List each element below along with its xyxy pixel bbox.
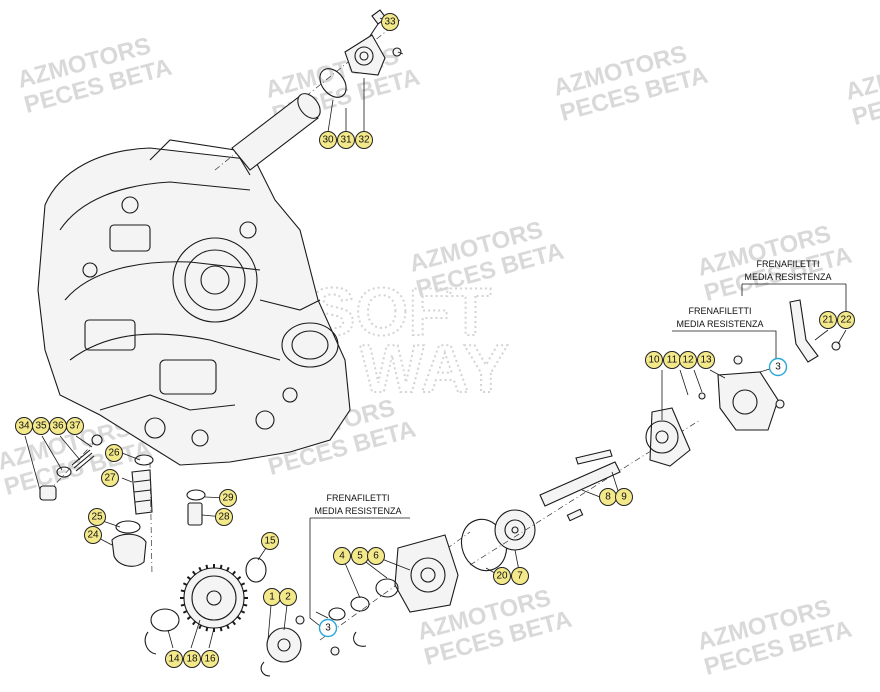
note-line2: MEDIA RESISTENZA xyxy=(744,272,831,282)
callout-4: 4 xyxy=(333,547,351,565)
callout-label: 2 xyxy=(285,592,291,603)
callout-10: 10 xyxy=(645,351,663,369)
callout-label: 9 xyxy=(621,492,627,503)
callout-14: 14 xyxy=(165,650,183,668)
watermark-line1: AZMOTORS xyxy=(843,44,880,106)
callout-label: 27 xyxy=(104,473,116,484)
callout-16: 16 xyxy=(201,650,219,668)
callout-25: 25 xyxy=(88,508,106,526)
pump-shaft-parts xyxy=(111,454,206,576)
callout-22: 22 xyxy=(837,311,855,329)
gear-parts xyxy=(144,557,305,677)
callout-36: 36 xyxy=(49,417,67,435)
callout-33: 33 xyxy=(381,13,399,31)
callout-label: 25 xyxy=(91,512,103,523)
plug-parts xyxy=(39,434,103,501)
callout-20: 20 xyxy=(493,567,511,585)
callout-label: 28 xyxy=(218,512,230,523)
callout-13: 13 xyxy=(697,351,715,369)
note-frenafiletti: FRENAFILETTI MEDIA RESISTENZA xyxy=(672,306,777,358)
callout-24: 24 xyxy=(84,526,102,544)
note-labels: FRENAFILETTI MEDIA RESISTENZA FRENAFILET… xyxy=(309,259,847,627)
callout-label: 10 xyxy=(648,355,660,366)
oil-filter-assembly xyxy=(214,9,402,171)
watermark: AZMOTORS PECES BETA xyxy=(15,32,175,119)
note-line1: FRENAFILETTI xyxy=(756,259,819,269)
callout-label: 26 xyxy=(108,448,120,459)
callout-label: 21 xyxy=(822,315,834,326)
callout-31: 31 xyxy=(337,131,355,149)
callout-label: 15 xyxy=(264,536,276,547)
callout-29: 29 xyxy=(219,489,237,507)
callout-32: 32 xyxy=(355,131,373,149)
callout-label: 24 xyxy=(87,530,99,541)
callout-35: 35 xyxy=(32,417,50,435)
center-watermark-line2: WAY xyxy=(360,331,509,407)
callout-label: 31 xyxy=(340,135,352,146)
callout-label: 14 xyxy=(168,654,180,665)
crankcase-drawing xyxy=(37,139,351,466)
callout-label: 22 xyxy=(840,315,852,326)
note-line1: FRENAFILETTI xyxy=(326,493,389,503)
center-watermark-line1: SOFT xyxy=(310,274,491,350)
oil-pump-rotor xyxy=(460,509,536,572)
callout-label: 4 xyxy=(339,551,345,562)
callout-30: 30 xyxy=(319,131,337,149)
callout-label: 34 xyxy=(18,421,30,432)
callout-8: 8 xyxy=(599,488,617,506)
callout-label: 37 xyxy=(69,421,81,432)
water-pump-cover xyxy=(319,531,471,656)
callout-label: 13 xyxy=(700,355,712,366)
callout-2: 2 xyxy=(279,588,297,606)
callout-label: 35 xyxy=(35,421,47,432)
callout-27: 27 xyxy=(101,469,119,487)
callout-label: 33 xyxy=(384,17,396,28)
callout-3: 3 xyxy=(318,618,338,638)
pump-body-parts xyxy=(645,299,841,467)
callout-label: 5 xyxy=(357,551,363,562)
note-line1: FRENAFILETTI xyxy=(688,306,751,316)
callout-label: 36 xyxy=(52,421,64,432)
watermark: AZMOTORS PECES BETA xyxy=(843,44,880,131)
callout-label: 29 xyxy=(222,493,234,504)
callout-34: 34 xyxy=(15,417,33,435)
watermark: AZMOTORS PECES BETA xyxy=(551,40,711,127)
callout-26: 26 xyxy=(105,444,123,462)
callout-11: 11 xyxy=(663,351,681,369)
callout-3: 3 xyxy=(768,357,788,377)
note-line2: MEDIA RESISTENZA xyxy=(314,506,401,516)
note-frenafiletti: FRENAFILETTI MEDIA RESISTENZA xyxy=(741,259,847,312)
callout-37: 37 xyxy=(66,417,84,435)
callout-label: 32 xyxy=(358,135,370,146)
callout-5: 5 xyxy=(351,547,369,565)
callout-28: 28 xyxy=(215,508,233,526)
callout-label: 18 xyxy=(186,654,198,665)
callout-label: 1 xyxy=(269,592,275,603)
callout-label: 7 xyxy=(517,571,523,582)
callout-label: 16 xyxy=(204,654,216,665)
watermark: AZMOTORS PECES BETA xyxy=(695,594,855,681)
callout-9: 9 xyxy=(615,488,633,506)
callout-12: 12 xyxy=(679,351,697,369)
callout-6: 6 xyxy=(367,547,385,565)
note-line2: MEDIA RESISTENZA xyxy=(676,319,763,329)
callout-21: 21 xyxy=(819,311,837,329)
center-watermark: SOFT WAY xyxy=(309,273,510,408)
callout-label: 11 xyxy=(667,355,678,366)
callout-1: 1 xyxy=(263,588,281,606)
callout-label: 20 xyxy=(496,571,508,582)
note-frenafiletti: FRENAFILETTI MEDIA RESISTENZA xyxy=(309,493,410,627)
callout-label: 8 xyxy=(605,492,611,503)
callout-18: 18 xyxy=(183,650,201,668)
callout-7: 7 xyxy=(511,567,529,585)
callout-label: 3 xyxy=(325,623,331,634)
callout-label: 6 xyxy=(373,551,379,562)
callout-label: 12 xyxy=(682,355,694,366)
callout-label: 3 xyxy=(775,362,781,373)
callout-15: 15 xyxy=(261,532,279,550)
callout-label: 30 xyxy=(322,135,334,146)
